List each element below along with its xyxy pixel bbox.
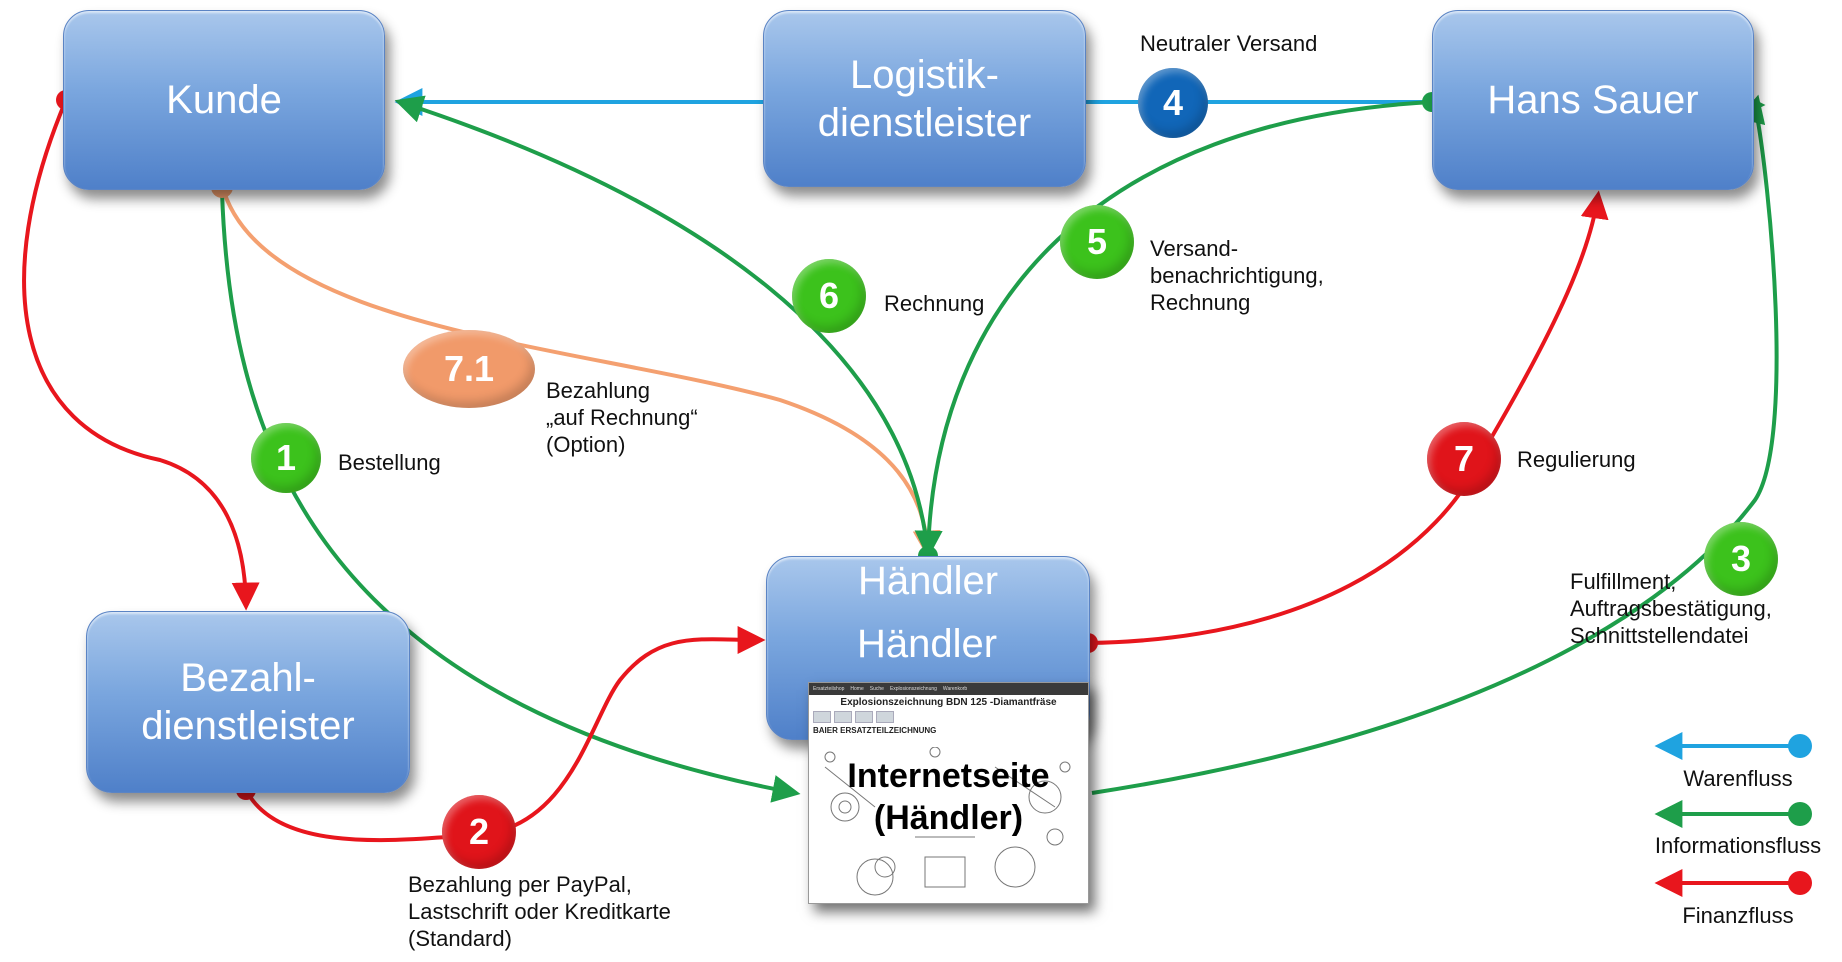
label-step-7-1: Bezahlung „auf Rechnung“ (Option) bbox=[546, 378, 698, 457]
edge-bezahlung-option bbox=[220, 184, 941, 559]
website-topbar: Ersatzteilshop Home Suche Explosionszeic… bbox=[809, 683, 1088, 695]
exploded-drawing-sketch bbox=[824, 747, 1071, 896]
legend-informationsfluss: Informationsfluss bbox=[1654, 833, 1822, 858]
website-title: Internetseite (Händler) bbox=[847, 757, 1050, 837]
label-step-1: Bestellung bbox=[338, 450, 441, 475]
edge-bezahlung bbox=[244, 625, 766, 843]
node-haendler-label: Händler bbox=[856, 622, 998, 666]
label-step-3: Fulfillment, Auftragsbestätigung, Schnit… bbox=[1570, 569, 1772, 648]
label-step-6: Rechnung bbox=[884, 291, 985, 316]
badge-step-6: 6 bbox=[792, 259, 866, 333]
legend-arrows bbox=[1654, 732, 1812, 897]
label-step-4: Neutraler Versand bbox=[1140, 31, 1318, 56]
legend-warenfluss: Warenfluss bbox=[1683, 766, 1793, 791]
badge-step-2: 2 bbox=[442, 795, 516, 869]
label-step-5: Versand- benachrichtigung, Rechnung bbox=[1150, 236, 1324, 315]
node-hans-sauer: Hans Sauer bbox=[1432, 10, 1754, 190]
website-brand: BAIER ERSATZTEILZEICHNUNG bbox=[813, 726, 937, 735]
node-kunde: Kunde bbox=[63, 10, 385, 190]
badge-step-4: 4 bbox=[1138, 68, 1208, 138]
edge-bestellung bbox=[220, 191, 801, 803]
edge-versand-benachrichtigung bbox=[914, 100, 1433, 559]
badge-step-5: 5 bbox=[1060, 205, 1134, 279]
edge-kunde-bezahl bbox=[22, 99, 260, 611]
badge-step-1: 1 bbox=[251, 423, 321, 493]
legend-finanzfluss: Finanzfluss bbox=[1682, 903, 1794, 928]
edge-rechnung bbox=[394, 95, 930, 557]
website-screenshot: Ersatzteilshop Home Suche Explosionszeic… bbox=[808, 682, 1089, 904]
website-toolbar bbox=[813, 711, 1084, 723]
badge-step-3: 3 bbox=[1704, 522, 1778, 596]
label-step-2: Bezahlung per PayPal, Lastschrift oder K… bbox=[408, 872, 671, 951]
node-logistikdienstleister: Logistik- dienstleister bbox=[763, 10, 1086, 187]
edge-fulfillment bbox=[1091, 91, 1779, 795]
label-step-7: Regulierung bbox=[1517, 447, 1636, 472]
badge-step-7: 7 bbox=[1427, 422, 1501, 496]
badge-step-7-1: 7.1 bbox=[403, 330, 535, 408]
node-bezahldienstleister: Bezahl- dienstleister bbox=[86, 611, 410, 793]
website-page-heading: Explosionszeichnung BDN 125 -Diamantfräs… bbox=[840, 697, 1057, 708]
